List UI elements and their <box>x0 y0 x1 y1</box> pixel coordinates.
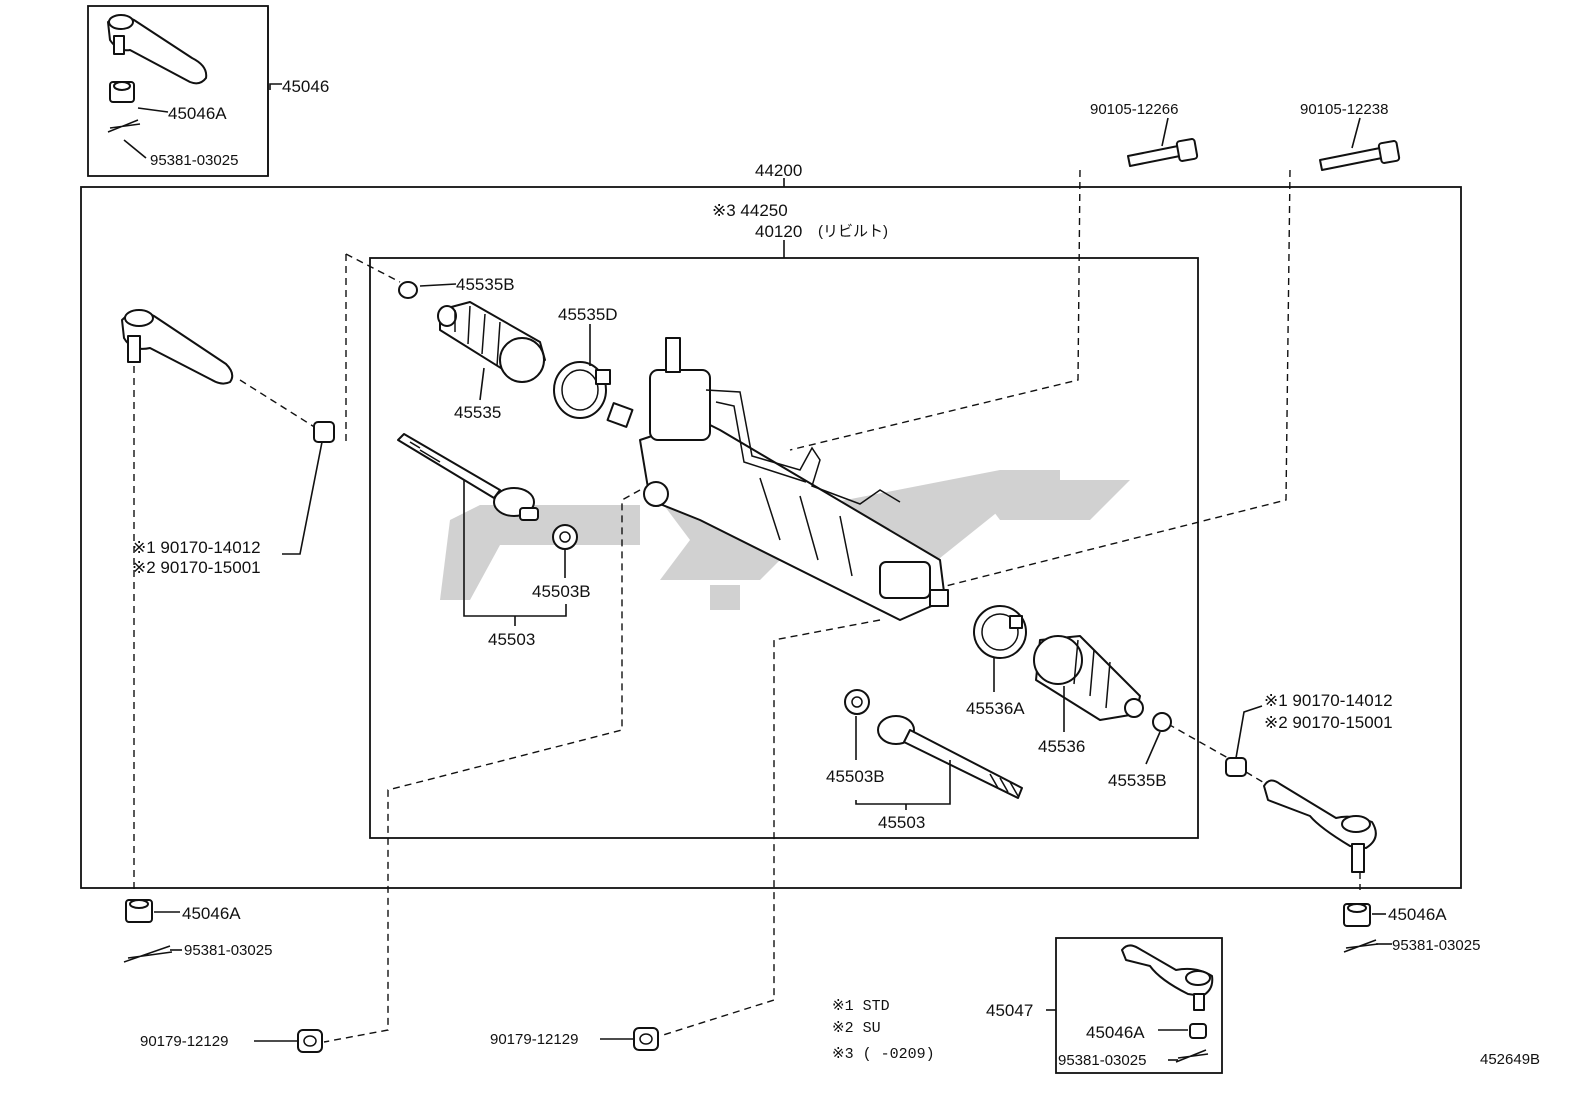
dashed-guide <box>789 169 1081 451</box>
boot-icon <box>1033 635 1144 721</box>
part-label-45536a: 45536A <box>966 699 1025 718</box>
part-label-45503b-right: 45503B <box>826 767 885 786</box>
part-label-45503b-left: 45503B <box>532 582 591 601</box>
footnote-3: ※3 ( -0209) <box>832 1046 935 1063</box>
clamp-ring-icon <box>973 605 1027 659</box>
part-label-45535d: 45535D <box>558 305 618 324</box>
part-label-95381-top: 95381-03025 <box>150 152 238 169</box>
nut-icon <box>313 421 335 443</box>
part-label-45046a-bottom: 45046A <box>1086 1023 1145 1042</box>
part-label-90105-12238: 90105-12238 <box>1300 101 1388 118</box>
part-label-45046a-right: 45046A <box>1388 905 1447 924</box>
part-label-45503-right: 45503 <box>878 813 925 832</box>
dashed-guide <box>929 169 1291 591</box>
part-label-90179-left: 90179-12129 <box>140 1033 228 1050</box>
tie-rod-end-icon <box>107 14 208 85</box>
dashed-guide <box>659 619 881 1037</box>
diagram-ref-code: 452649B <box>1480 1051 1540 1068</box>
nut-icon <box>125 899 153 923</box>
footnote-1: ※1 STD <box>832 998 890 1015</box>
part-label-45047: 45047 <box>986 1001 1033 1020</box>
tie-rod-end-icon <box>121 309 234 385</box>
inner-tie-rod-icon <box>397 433 539 521</box>
part-label-45046a-left: 45046A <box>182 904 241 923</box>
part-label-40120-note: (リビルト) <box>818 223 888 240</box>
bolt-icon <box>1319 140 1401 171</box>
washer-icon <box>844 689 870 715</box>
clamp-icon <box>1152 712 1172 732</box>
cotter-pin-icon <box>1343 939 1379 953</box>
bushing-icon <box>297 1029 323 1053</box>
washer-icon <box>552 524 578 550</box>
cotter-pin-icon <box>123 945 173 963</box>
part-label-45535b-right: 45535B <box>1108 771 1167 790</box>
dashed-guide <box>239 379 317 429</box>
assembly-box-44200 <box>80 186 1462 889</box>
part-label-45503-left: 45503 <box>488 630 535 649</box>
part-label-45535b-top: 45535B <box>456 275 515 294</box>
part-label-90179-mid: 90179-12129 <box>490 1031 578 1048</box>
part-label-40120: 40120 <box>755 222 802 241</box>
tie-rod-end-icon <box>1263 779 1377 873</box>
part-label-90170-15001-left: ※2 90170-15001 <box>132 558 261 577</box>
inset-box-45047 <box>1055 937 1223 1074</box>
part-label-90170-14012-left: ※1 90170-14012 <box>132 538 261 557</box>
nut-icon <box>1225 757 1247 777</box>
nut-icon <box>1189 1023 1207 1039</box>
part-label-44200: 44200 <box>755 161 802 180</box>
part-label-90105-12266: 90105-12266 <box>1090 101 1178 118</box>
part-label-90170-14012-right: ※1 90170-14012 <box>1264 691 1393 710</box>
clamp-ring-icon <box>553 361 611 419</box>
part-label-90170-15001-right: ※2 90170-15001 <box>1264 713 1393 732</box>
bolt-icon <box>1127 138 1199 167</box>
part-label-45046: 45046 <box>282 77 329 96</box>
part-label-95381-left: 95381-03025 <box>184 942 272 959</box>
part-label-45535: 45535 <box>454 403 501 422</box>
dashed-guide <box>345 253 401 283</box>
boot-icon <box>437 301 546 383</box>
bushing-icon <box>633 1027 659 1051</box>
part-label-95381-right: 95381-03025 <box>1392 937 1480 954</box>
tie-rod-end-icon <box>1121 944 1214 1011</box>
dashed-guide <box>323 489 641 1043</box>
steering-rack-icon <box>606 337 949 621</box>
part-label-45536: 45536 <box>1038 737 1085 756</box>
dashed-guide <box>1245 771 1267 785</box>
cotter-pin-icon <box>107 119 141 133</box>
part-label-44250: ※3 44250 <box>712 201 788 220</box>
nut-icon <box>109 81 135 103</box>
footnote-2: ※2 SU <box>832 1020 881 1037</box>
part-label-95381-bottom: 95381-03025 <box>1058 1052 1146 1069</box>
part-label-45046a-top: 45046A <box>168 104 227 123</box>
clamp-icon <box>398 281 418 299</box>
nut-icon <box>1343 903 1371 927</box>
inner-tie-rod-icon <box>877 715 1023 799</box>
cotter-pin-icon <box>1175 1049 1209 1063</box>
